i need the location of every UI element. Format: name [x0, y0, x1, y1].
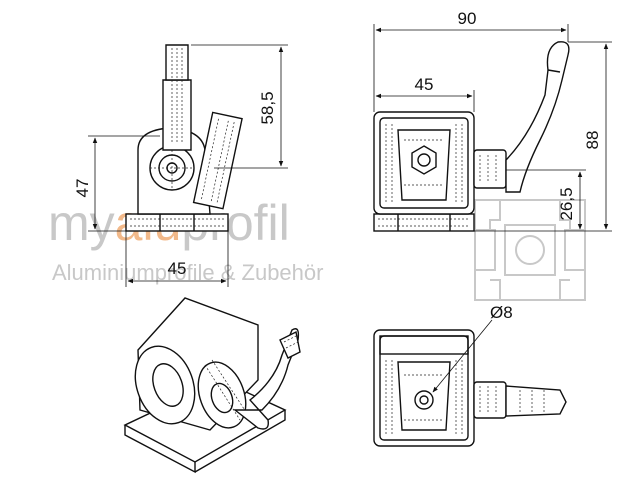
dim-front-total-height: 88 — [583, 131, 602, 150]
side-view-clamp-block — [192, 111, 243, 210]
dim-lever-height: 58,5 — [258, 91, 277, 124]
dim-side-height: 47 — [73, 179, 92, 198]
isometric-view — [123, 297, 301, 474]
isometric-clamp-disc — [197, 361, 247, 429]
dim-front-body-width: 45 — [415, 75, 434, 94]
isometric-pivot-wheel — [134, 345, 196, 425]
side-view-lever — [162, 79, 192, 151]
dim-front-total-width: 90 — [458, 9, 477, 28]
watermark-brand-prefix: my — [48, 195, 115, 251]
dim-hole-diameter: Ø8 — [490, 303, 513, 322]
front-view-lever — [505, 41, 570, 193]
front-view: 90 45 88 26,5 — [373, 9, 612, 232]
top-view: Ø8 — [373, 303, 567, 447]
top-view-lever-hub — [473, 381, 507, 419]
top-view-bolt-hole — [414, 390, 434, 410]
top-view-lever — [505, 385, 567, 417]
side-view: 47 45 58,5 — [73, 44, 288, 287]
side-view-base-plate — [125, 213, 229, 232]
watermark: myaluprofil Aluminiumprofile & Zubehör — [48, 195, 586, 301]
dim-side-width: 45 — [168, 259, 187, 278]
front-view-base-plate — [373, 213, 475, 232]
front-view-hex-nut — [411, 145, 437, 175]
dim-front-axis-height: 26,5 — [557, 187, 576, 220]
front-view-lever-hub — [473, 149, 507, 189]
profile-watermark-icon — [474, 199, 586, 301]
